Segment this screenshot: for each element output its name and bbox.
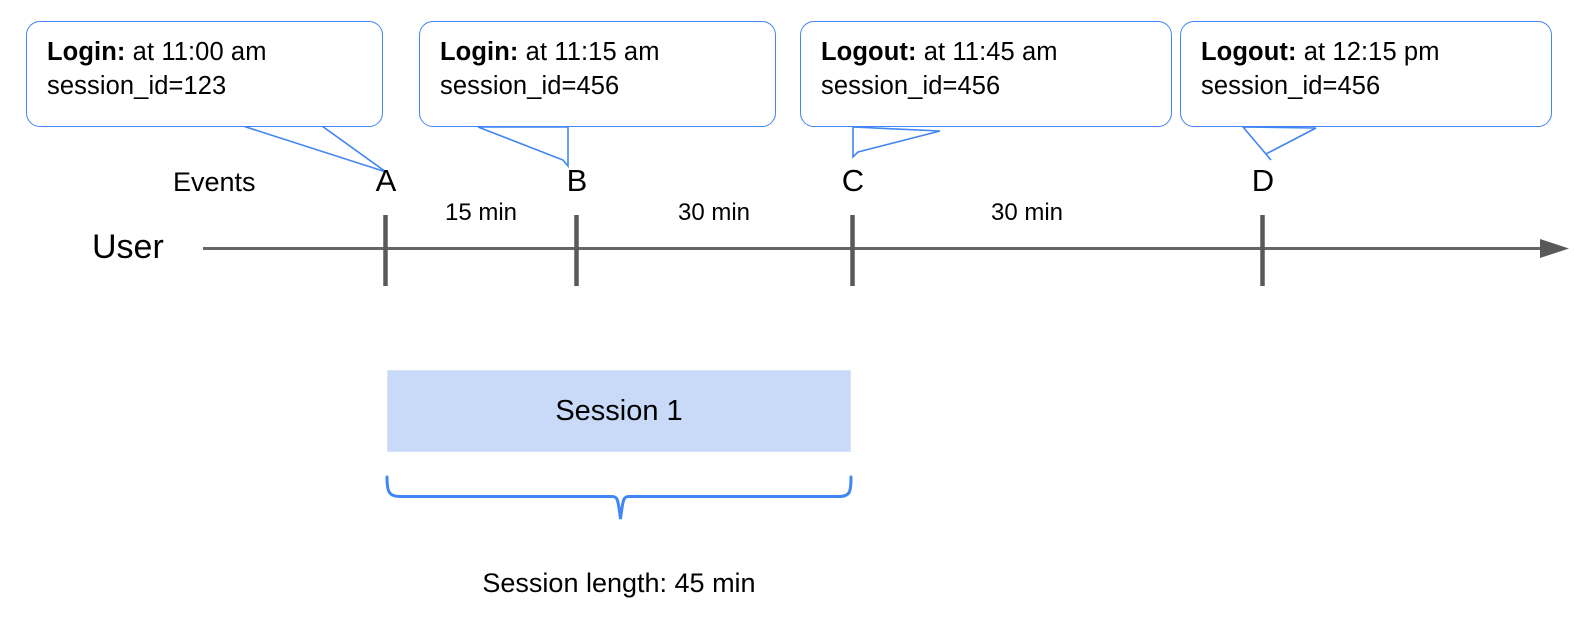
callout-d-event-type: Logout:: [1201, 38, 1297, 66]
session-brace: [385, 475, 853, 520]
callout-c: Logout: at 11:45 am session_id=456: [800, 21, 1172, 127]
callout-d-time: at 12:15 pm: [1296, 38, 1440, 66]
callout-c-session-id: session_id=456: [821, 71, 1001, 100]
callout-tail-d: [1241, 126, 1317, 161]
callout-b-event-type: Login:: [440, 38, 519, 66]
user-row-label: User: [92, 228, 164, 266]
interval-label-ab: 15 min: [444, 199, 518, 226]
callout-a-time: at 11:00 am: [125, 38, 267, 66]
callout-c-line1: Logout: at 11:45 am: [821, 36, 1153, 70]
events-row-label: Events: [173, 167, 256, 197]
callout-b: Login: at 11:15 am session_id=456: [419, 21, 776, 127]
callout-a-event-type: Login:: [47, 38, 126, 66]
callout-tail-b: [477, 126, 569, 169]
interval-label-bc: 30 min: [677, 199, 751, 226]
callout-d-line1: Logout: at 12:15 pm: [1201, 36, 1533, 70]
callout-b-line1: Login: at 11:15 am: [440, 36, 757, 70]
callout-d-session-id: session_id=456: [1201, 71, 1381, 100]
callout-tail-a: [242, 125, 387, 173]
session-bar-label: Session 1: [555, 394, 683, 427]
callout-b-time: at 11:15 am: [518, 38, 660, 66]
callout-c-time: at 11:45 am: [916, 38, 1058, 66]
event-label-d: D: [1251, 163, 1275, 198]
event-label-a: A: [375, 163, 397, 198]
event-label-c: C: [841, 163, 865, 198]
session-bar-1: Session 1: [387, 370, 851, 452]
axis-arrowhead: [1540, 239, 1569, 258]
callout-a-line1: Login: at 11:00 am: [47, 36, 364, 70]
callout-b-session-id: session_id=456: [440, 71, 620, 100]
callout-tail-c: [852, 126, 941, 159]
event-label-b: B: [566, 163, 588, 198]
callout-a: Login: at 11:00 am session_id=123: [26, 21, 383, 127]
session-length-caption: Session length: 45 min: [482, 568, 756, 598]
interval-label-cd: 30 min: [990, 199, 1064, 226]
callout-d: Logout: at 12:15 pm session_id=456: [1180, 21, 1552, 127]
callout-c-event-type: Logout:: [821, 38, 917, 66]
callout-a-session-id: session_id=123: [47, 71, 227, 100]
